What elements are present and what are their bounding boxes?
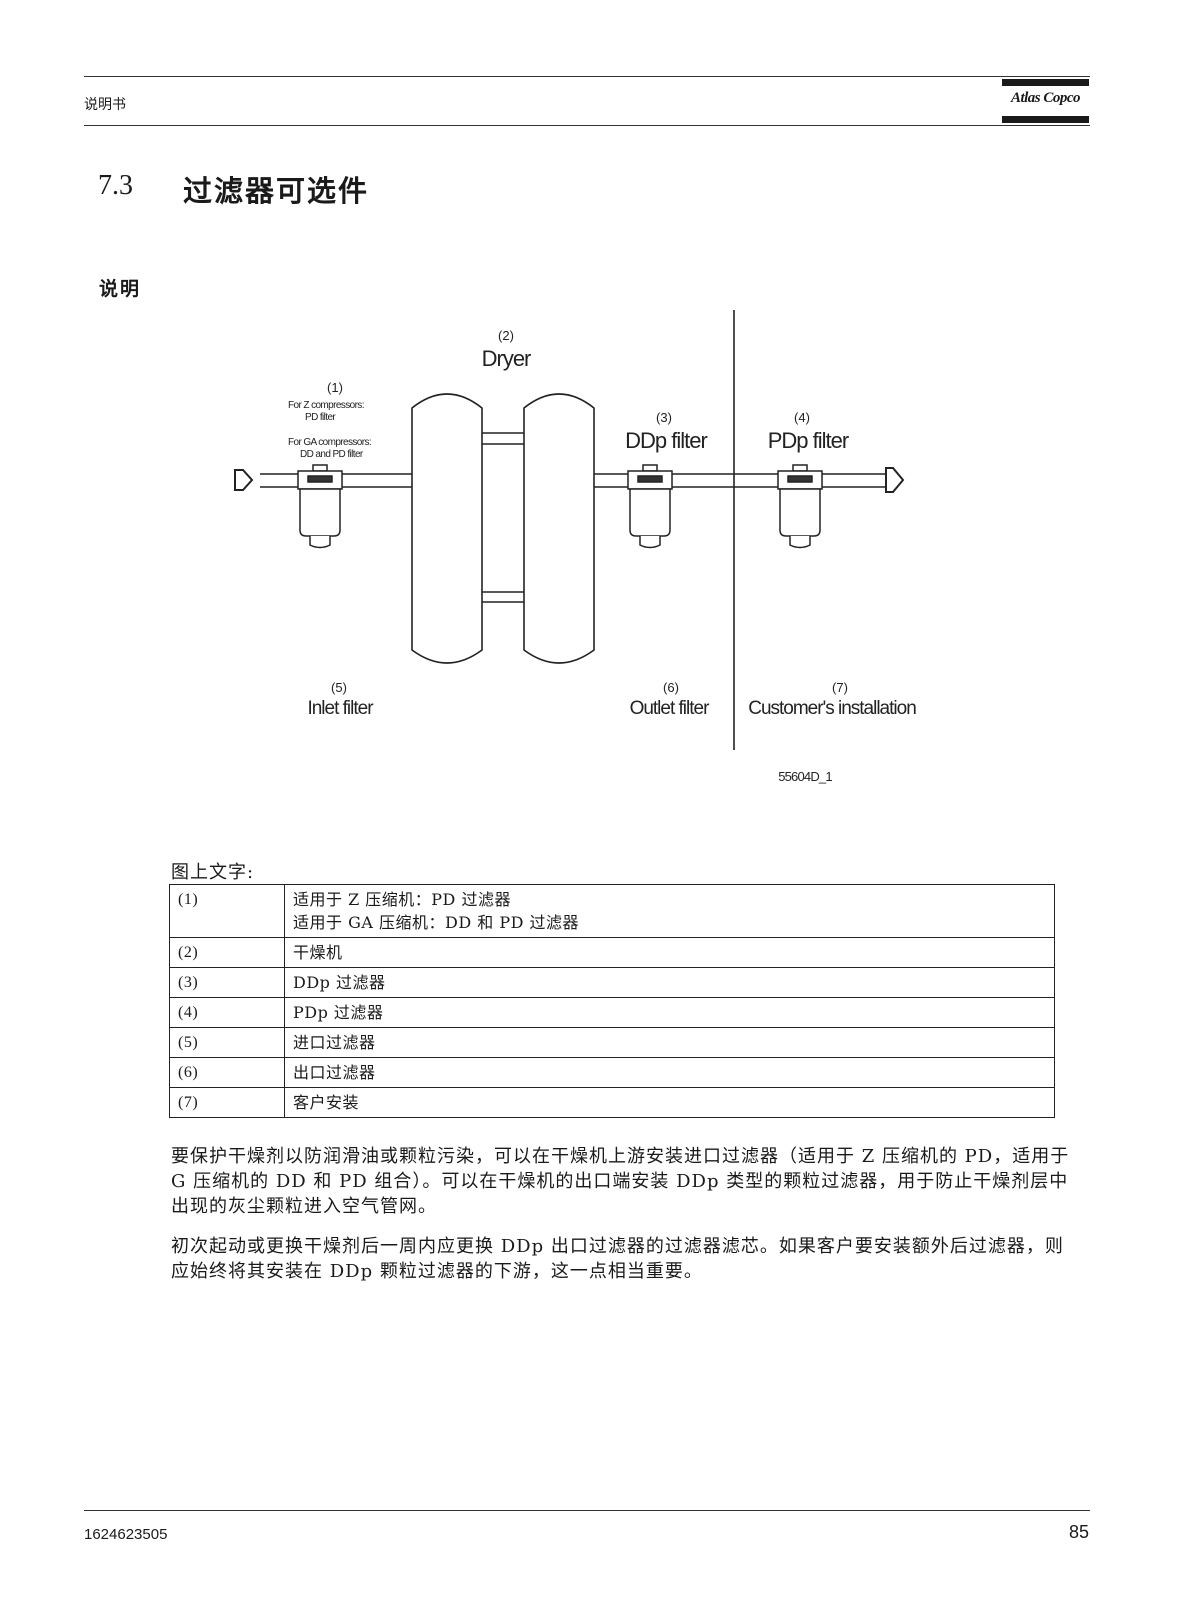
label-customer-installation: Customer's installation	[748, 698, 916, 719]
label-dryer: Dryer	[482, 346, 531, 371]
label-pdp-filter: PDp filter	[768, 428, 849, 453]
table-row: (1) 适用于 Z 压缩机：PD 过滤器 适用于 GA 压缩机：DD 和 PD …	[169, 884, 1055, 938]
table-row: (7) 客户安装	[169, 1087, 1055, 1118]
label-n2: (2)	[498, 328, 514, 343]
body-paragraph-2: 初次起动或更换干燥剂后一周内应更换 DDp 出口过滤器的过滤器滤芯。如果客户要安…	[171, 1236, 1064, 1282]
body-paragraph-1: 要保护干燥剂以防润滑油或颗粒污染，可以在干燥机上游安装进口过滤器（适用于 Z 压…	[171, 1146, 1070, 1217]
label-n7: (7)	[832, 680, 848, 695]
ddp-filter-icon	[627, 464, 673, 549]
legend-text-line: 适用于 Z 压缩机：PD 过滤器	[293, 890, 511, 909]
label-n3: (3)	[656, 410, 672, 425]
legend-num: (2)	[169, 937, 285, 968]
label-ga-compressors: For GA compressors:	[288, 437, 371, 448]
table-row: (6) 出口过滤器	[169, 1057, 1055, 1088]
header-bottom-rule	[84, 125, 1090, 126]
table-row: (4) PDp 过滤器	[169, 997, 1055, 1028]
legend-text-line: 适用于 GA 压缩机：DD 和 PD 过滤器	[293, 913, 580, 932]
header-doc-type: 说明书	[84, 97, 126, 113]
label-n5: (5)	[331, 680, 347, 695]
label-n6: (6)	[663, 680, 679, 695]
label-z-compressors: For Z compressors:	[288, 400, 364, 411]
document-number: 1624623505	[84, 1526, 168, 1543]
footer-rule	[84, 1510, 1090, 1511]
table-row: (3) DDp 过滤器	[169, 967, 1055, 998]
label-figure-code: 55604D_1	[778, 769, 832, 784]
legend-num: (5)	[169, 1027, 285, 1058]
legend-num: (3)	[169, 967, 285, 998]
section-title: 过滤器可选件	[183, 174, 370, 208]
legend-table: (1) 适用于 Z 压缩机：PD 过滤器 适用于 GA 压缩机：DD 和 PD …	[169, 884, 1055, 1118]
legend-text: PDp 过滤器	[284, 997, 1055, 1028]
pdp-filter-icon	[777, 464, 823, 549]
legend-num: (7)	[169, 1087, 285, 1118]
logo-wordmark: Atlas Copco	[1010, 90, 1081, 106]
section-number: 7.3	[98, 170, 133, 201]
header-top-rule	[84, 76, 1090, 77]
label-dd-pd-filter: DD and PD filter	[300, 449, 364, 460]
filter-diagram: (1) For Z compressors: PD filter For GA …	[234, 310, 917, 784]
legend-text: 适用于 Z 压缩机：PD 过滤器 适用于 GA 压缩机：DD 和 PD 过滤器	[284, 884, 1055, 938]
legend-num: (4)	[169, 997, 285, 1028]
inlet-filter-icon	[297, 464, 343, 549]
label-ddp-filter: DDp filter	[625, 428, 707, 453]
legend-text: 客户安装	[284, 1087, 1055, 1118]
legend-text: 进口过滤器	[284, 1027, 1055, 1058]
page-number: 85	[1068, 1522, 1089, 1542]
legend-text: DDp 过滤器	[284, 967, 1055, 998]
legend-caption: 图上文字:	[171, 862, 255, 883]
label-pd-filter: PD filter	[305, 412, 336, 423]
table-row: (5) 进口过滤器	[169, 1027, 1055, 1058]
label-n4: (4)	[794, 410, 810, 425]
label-n1: (1)	[327, 380, 343, 395]
legend-text: 出口过滤器	[284, 1057, 1055, 1088]
legend-num: (6)	[169, 1057, 285, 1088]
table-row: (2) 干燥机	[169, 937, 1055, 968]
atlas-copco-logo: Atlas Copco	[1002, 79, 1089, 126]
subheading: 说明	[99, 278, 142, 300]
legend-num: (1)	[169, 884, 285, 938]
legend-text: 干燥机	[284, 937, 1055, 968]
label-outlet-filter: Outlet filter	[630, 698, 711, 719]
label-inlet-filter: Inlet filter	[307, 698, 374, 719]
